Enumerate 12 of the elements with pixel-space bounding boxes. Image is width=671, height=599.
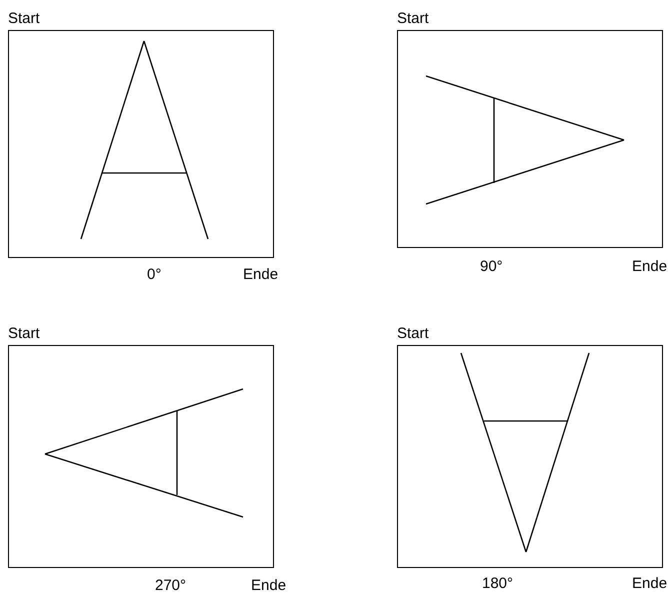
angle-label: 180°: [482, 576, 514, 592]
angle-label: 270°: [155, 578, 186, 594]
start-label: Start: [8, 326, 40, 342]
start-label: Start: [397, 326, 429, 342]
end-label: Ende: [251, 578, 286, 594]
end-label: Ende: [632, 259, 668, 275]
start-label: Start: [397, 11, 429, 27]
angle-label: 0°: [147, 267, 162, 283]
angle-label: 90°: [480, 259, 503, 275]
end-label: Ende: [243, 267, 278, 283]
end-label: Ende: [632, 576, 668, 592]
start-label: Start: [8, 11, 40, 27]
